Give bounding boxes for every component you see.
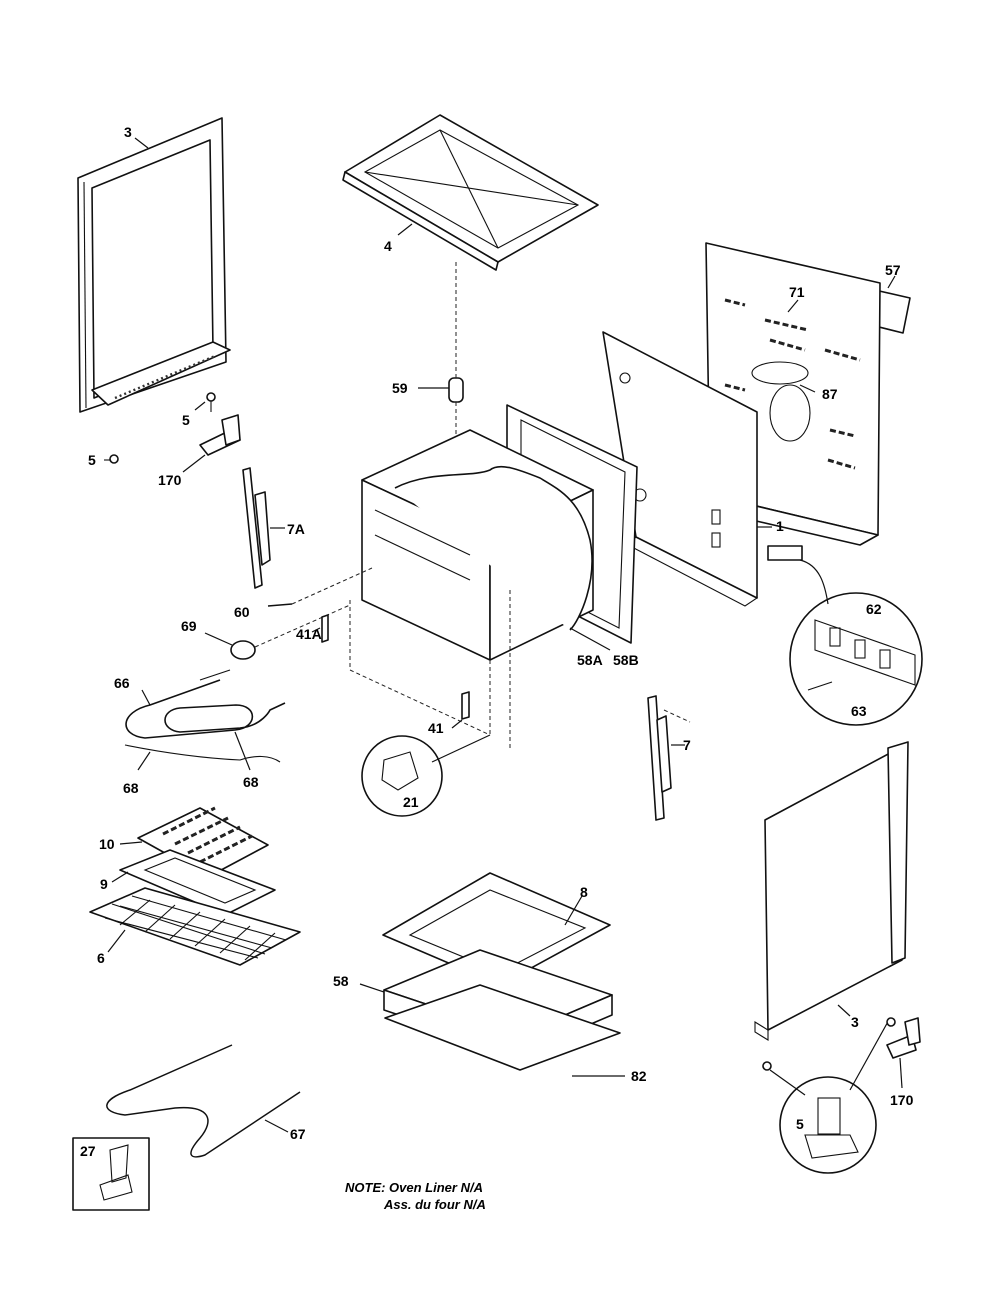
cooktop-frame-part-4 bbox=[342, 114, 599, 271]
callout-5-b: 5 bbox=[88, 452, 96, 468]
bottom-plate-part-82 bbox=[384, 984, 621, 1071]
side-panel-right-part-3 bbox=[754, 741, 909, 1041]
callout-27: 27 bbox=[80, 1143, 96, 1159]
pin-part-60 bbox=[267, 567, 373, 607]
clip-detail-part-21 bbox=[361, 734, 491, 817]
bracket-part-41 bbox=[461, 691, 470, 720]
bracket-part-170-left bbox=[104, 392, 241, 464]
callout-9: 9 bbox=[100, 876, 108, 892]
callout-1: 1 bbox=[776, 518, 784, 534]
broiler-grid-part-10 bbox=[137, 806, 269, 878]
callout-67: 67 bbox=[290, 1126, 306, 1142]
callout-21: 21 bbox=[403, 794, 419, 810]
note-line-2: Ass. du four N/A bbox=[384, 1197, 486, 1212]
side-panel-left-part-3 bbox=[77, 117, 231, 413]
callout-68-right: 68 bbox=[243, 774, 259, 790]
callout-69: 69 bbox=[181, 618, 197, 634]
callout-66: 66 bbox=[114, 675, 130, 691]
leveling-leg-detail-part-5 bbox=[762, 1017, 896, 1174]
oven-cavity-body bbox=[349, 429, 594, 750]
callout-41: 41 bbox=[428, 720, 444, 736]
callout-71: 71 bbox=[789, 284, 805, 300]
callout-10: 10 bbox=[99, 836, 115, 852]
leader-lines bbox=[107, 137, 903, 1089]
callout-3-left: 3 bbox=[124, 124, 132, 140]
callout-7: 7 bbox=[683, 737, 691, 753]
callout-57: 57 bbox=[885, 262, 901, 278]
callout-6: 6 bbox=[97, 950, 105, 966]
callout-170-right: 170 bbox=[890, 1092, 914, 1108]
callout-4: 4 bbox=[384, 238, 392, 254]
callout-8: 8 bbox=[580, 884, 588, 900]
callout-58A: 58A bbox=[577, 652, 603, 668]
broil-element-part-67 bbox=[106, 1044, 301, 1158]
callout-5-detail: 5 bbox=[796, 1116, 804, 1132]
callout-3-right: 3 bbox=[851, 1014, 859, 1030]
rack-support-part-7A bbox=[242, 467, 285, 589]
callout-87: 87 bbox=[822, 386, 838, 402]
clip-box-part-27 bbox=[72, 1137, 150, 1211]
spacer-part-59 bbox=[448, 262, 464, 450]
callout-68-left: 68 bbox=[123, 780, 139, 796]
bracket-part-170-right bbox=[886, 1017, 921, 1059]
bracket-part-41A bbox=[321, 614, 329, 643]
callout-7A: 7A bbox=[287, 521, 305, 537]
callout-41A: 41A bbox=[296, 626, 322, 642]
callout-82: 82 bbox=[631, 1068, 647, 1084]
callout-62: 62 bbox=[866, 601, 882, 617]
oven-rack-part-6 bbox=[89, 887, 301, 966]
wire-part-68 bbox=[124, 744, 281, 763]
bake-element-part-66 bbox=[125, 669, 286, 739]
rack-support-part-7 bbox=[647, 695, 691, 821]
callout-58B: 58B bbox=[613, 652, 639, 668]
callout-170-left: 170 bbox=[158, 472, 182, 488]
callout-59: 59 bbox=[392, 380, 408, 396]
terminal-detail-part-62-63 bbox=[767, 545, 923, 726]
callout-63: 63 bbox=[851, 703, 867, 719]
lens-part-69 bbox=[230, 604, 351, 660]
callout-60: 60 bbox=[234, 604, 250, 620]
note-line-1: NOTE: Oven Liner N/A bbox=[345, 1180, 483, 1195]
callout-58: 58 bbox=[333, 973, 349, 989]
callout-5-a: 5 bbox=[182, 412, 190, 428]
